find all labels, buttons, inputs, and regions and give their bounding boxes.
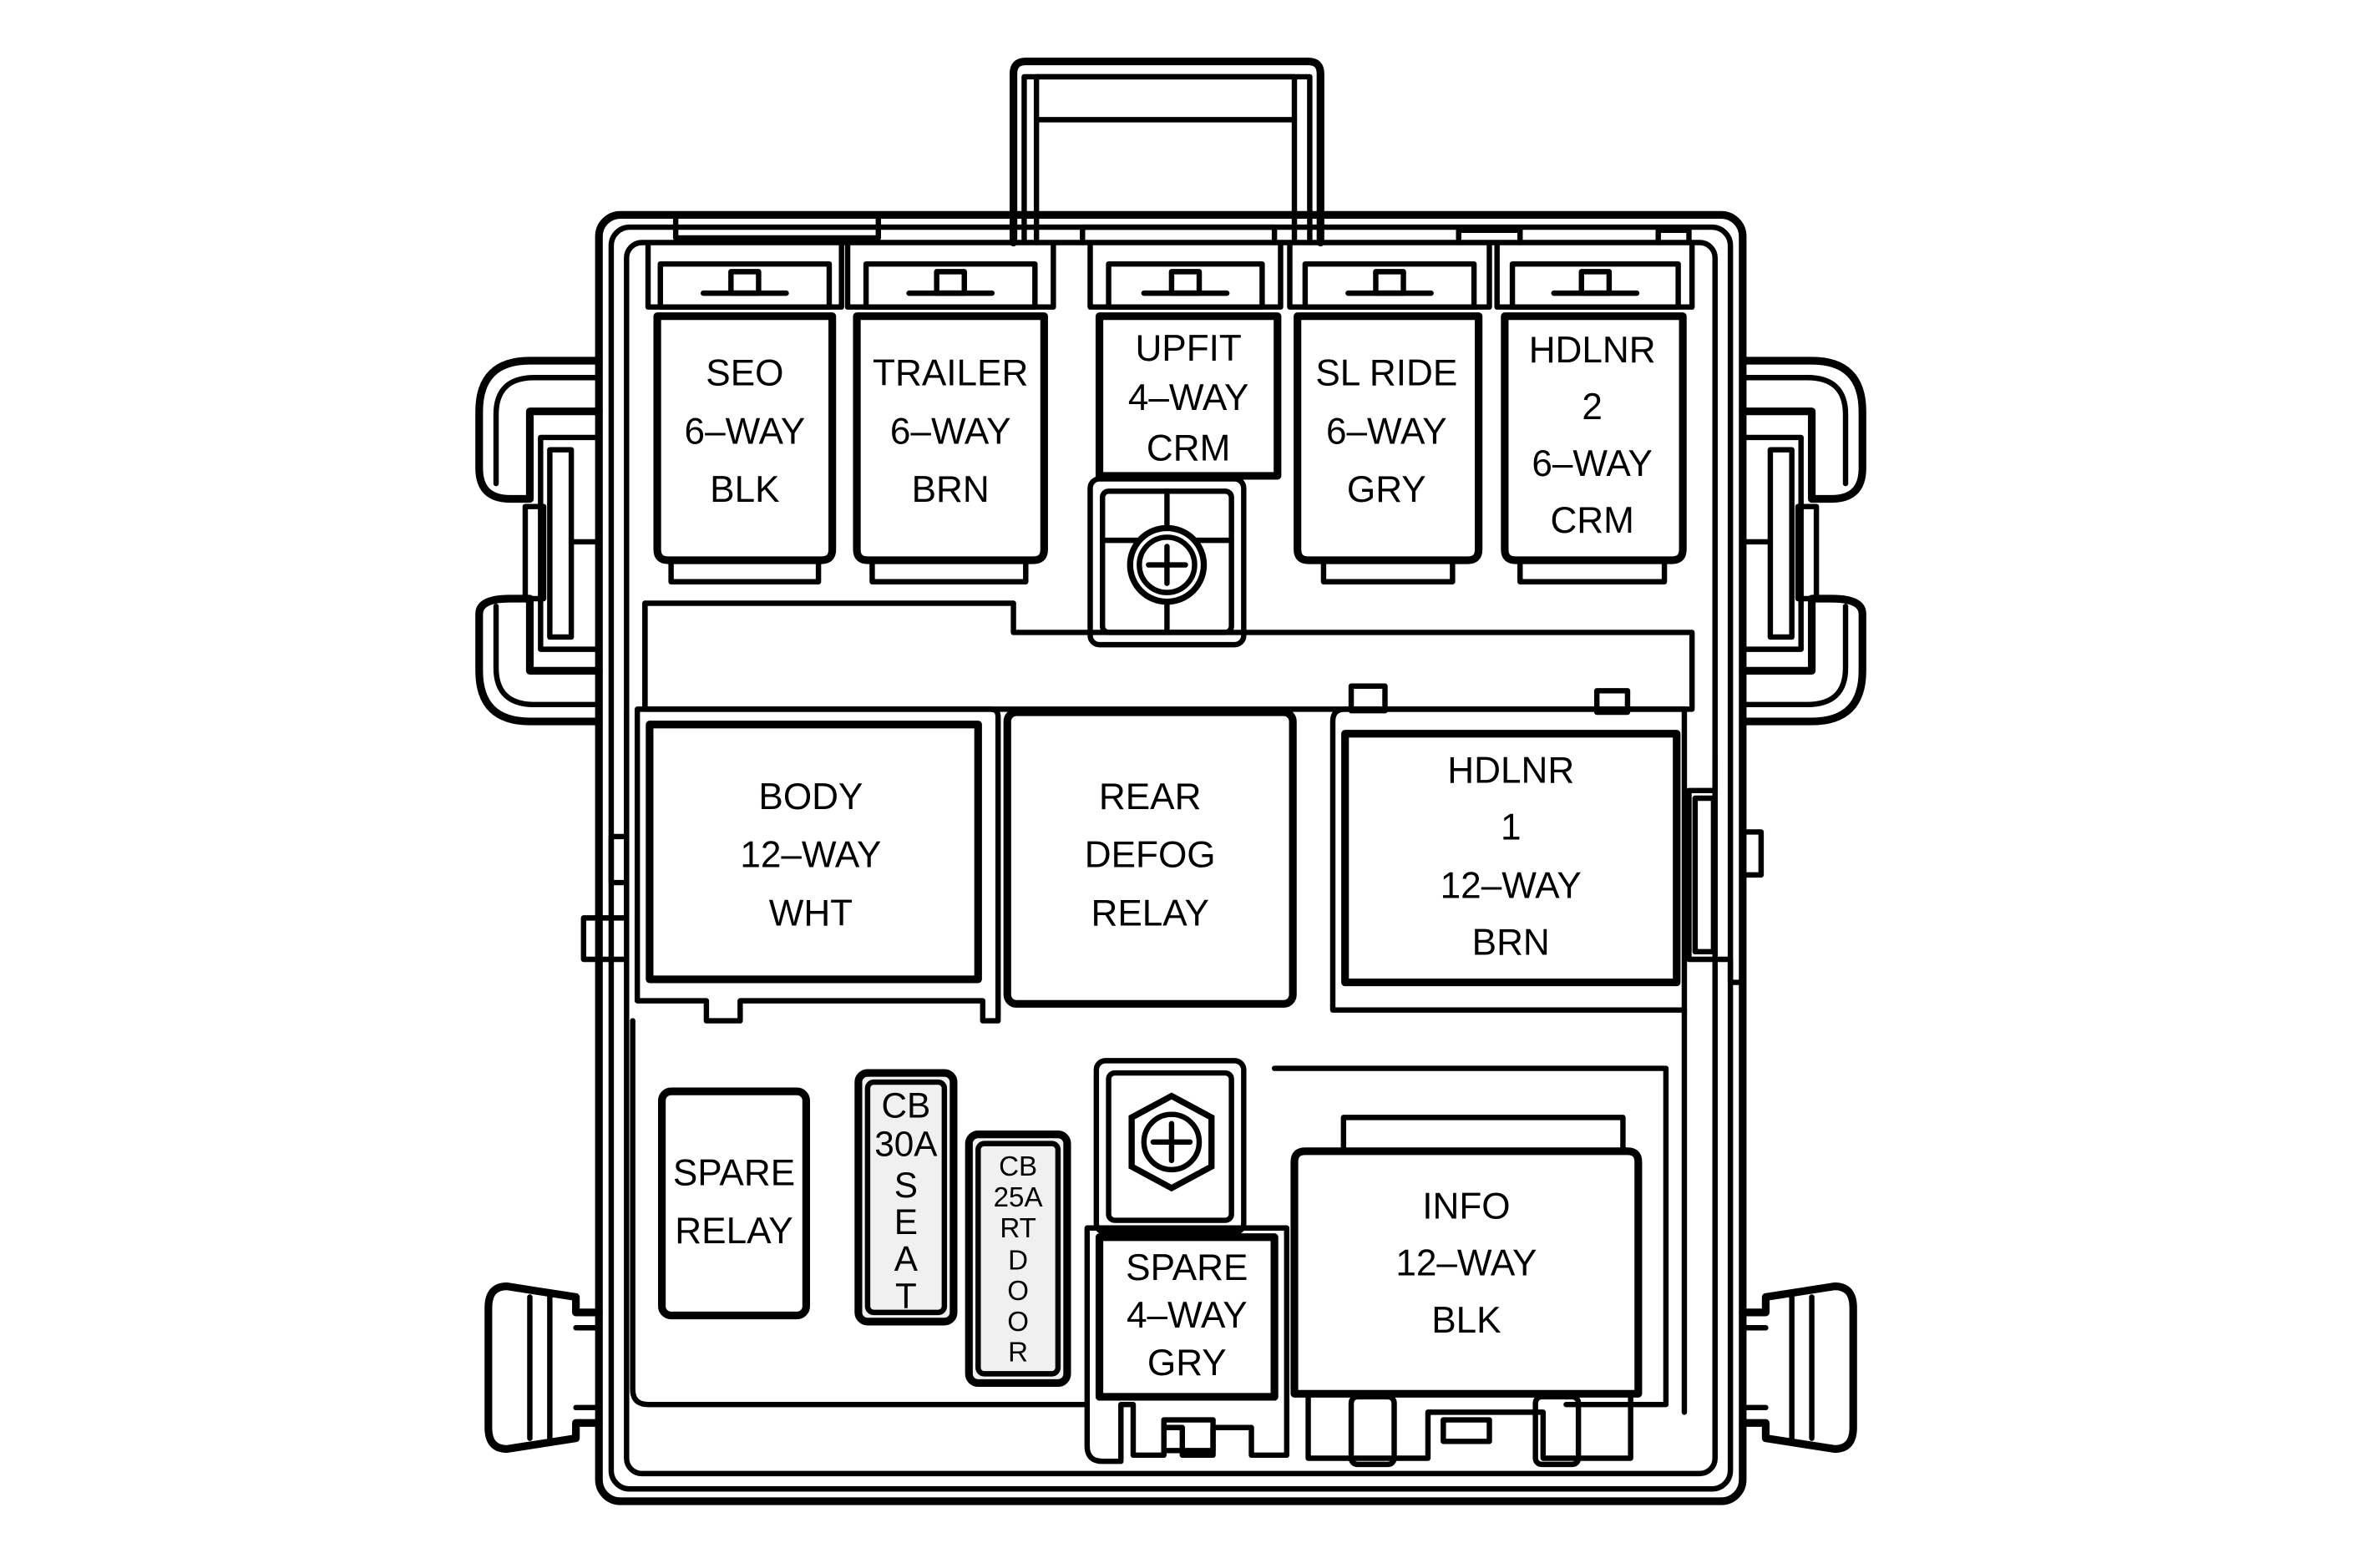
label-cb-door-2: 25A bbox=[994, 1182, 1043, 1213]
connector-body: BODY 12–WAY WHT bbox=[634, 706, 1001, 1024]
label-hdlnr1-3: 12–WAY bbox=[1441, 865, 1582, 906]
label-trailer-1: TRAILER bbox=[873, 352, 1028, 393]
label-hdlnr1-2: 1 bbox=[1501, 807, 1522, 848]
label-seo-1: SEO bbox=[706, 352, 783, 393]
spare-relay: SPARE RELAY bbox=[657, 1087, 810, 1320]
label-cb-door-3: RT bbox=[1000, 1213, 1036, 1244]
label-hdlnr2-3: 6–WAY bbox=[1532, 443, 1653, 484]
label-sl-ride-1: SL RIDE bbox=[1315, 352, 1457, 393]
label-spare4-2: 4–WAY bbox=[1127, 1295, 1248, 1336]
label-sl-ride-2: 6–WAY bbox=[1326, 411, 1447, 452]
label-cb-door-5: O bbox=[1007, 1276, 1029, 1307]
label-body-2: 12–WAY bbox=[740, 835, 881, 876]
label-info-3: BLK bbox=[1431, 1300, 1501, 1341]
label-upfit-2: 4–WAY bbox=[1128, 377, 1249, 418]
connector-info: INFO 12–WAY BLK bbox=[1290, 1115, 1643, 1468]
label-cb-seat-1: CB bbox=[882, 1085, 931, 1125]
label-cb-door-1: CB bbox=[999, 1151, 1037, 1182]
label-spare4-1: SPARE bbox=[1126, 1247, 1248, 1288]
label-rear-defog-1: REAR bbox=[1099, 776, 1202, 817]
label-hdlnr2-2: 2 bbox=[1582, 387, 1603, 427]
label-hdlnr2-4: CRM bbox=[1550, 500, 1633, 541]
label-body-1: BODY bbox=[758, 776, 863, 817]
rear-defog-relay: REAR DEFOG RELAY bbox=[1003, 708, 1297, 1008]
label-spare-relay-1: SPARE bbox=[673, 1152, 795, 1193]
label-cb-door-4: D bbox=[1008, 1245, 1028, 1276]
label-upfit-1: UPFIT bbox=[1135, 328, 1241, 369]
label-seo-3: BLK bbox=[710, 469, 779, 510]
circuit-breaker-rt-door: CB 25A RT D O O R bbox=[965, 1130, 1071, 1388]
connector-sl-ride: SL RIDE 6–WAY GRY bbox=[1287, 242, 1492, 584]
connector-seo: SEO 6–WAY BLK bbox=[645, 242, 844, 584]
label-trailer-3: BRN bbox=[912, 469, 990, 510]
right-mounting-clips bbox=[1686, 357, 1866, 1454]
top-stud-terminal bbox=[1087, 476, 1247, 648]
label-cb-door-6: O bbox=[1007, 1307, 1029, 1338]
bottom-stud-terminal bbox=[1093, 1058, 1247, 1236]
label-cb-door-7: R bbox=[1008, 1338, 1028, 1368]
label-cb-seat-6: T bbox=[895, 1276, 917, 1315]
left-mounting-clips bbox=[475, 357, 630, 1454]
label-info-1: INFO bbox=[1422, 1186, 1510, 1227]
connector-spare-4way: SPARE 4–WAY GRY bbox=[1084, 1225, 1290, 1464]
connector-hdlnr-1: HDLNR 1 12–WAY BRN bbox=[1329, 683, 1688, 1013]
label-sl-ride-3: GRY bbox=[1347, 469, 1426, 510]
label-hdlnr1-4: BRN bbox=[1472, 922, 1550, 963]
label-spare4-3: GRY bbox=[1147, 1343, 1227, 1383]
label-info-2: 12–WAY bbox=[1395, 1243, 1537, 1284]
label-upfit-3: CRM bbox=[1147, 428, 1230, 469]
label-cb-seat-4: E bbox=[894, 1202, 918, 1242]
label-hdlnr2-1: HDLNR bbox=[1529, 330, 1656, 371]
label-body-3: WHT bbox=[769, 893, 853, 934]
label-cb-seat-3: S bbox=[894, 1166, 918, 1205]
label-spare-relay-2: RELAY bbox=[675, 1211, 792, 1252]
circuit-breaker-seat: CB 30A S E A T bbox=[854, 1069, 958, 1326]
connector-hdlnr-2: HDLNR 2 6–WAY CRM bbox=[1494, 242, 1695, 584]
label-cb-seat-2: 30A bbox=[874, 1124, 938, 1163]
label-seo-2: 6–WAY bbox=[685, 411, 806, 452]
bottom-bay bbox=[630, 1007, 1688, 1415]
connector-upfit: UPFIT 4–WAY CRM bbox=[1087, 242, 1284, 480]
label-cb-seat-5: A bbox=[894, 1239, 919, 1278]
label-trailer-2: 6–WAY bbox=[890, 411, 1011, 452]
label-rear-defog-2: DEFOG bbox=[1085, 835, 1216, 876]
label-rear-defog-3: RELAY bbox=[1091, 893, 1209, 934]
connector-trailer: TRAILER 6–WAY BRN bbox=[844, 242, 1056, 584]
label-hdlnr1-1: HDLNR bbox=[1447, 751, 1574, 792]
